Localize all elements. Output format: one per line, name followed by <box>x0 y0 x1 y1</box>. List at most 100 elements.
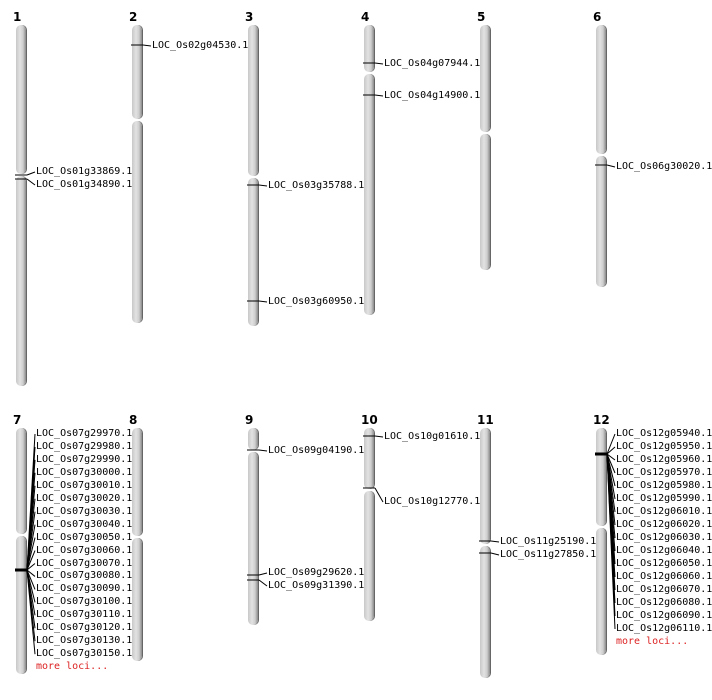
chromosome-number: 1 <box>13 10 22 24</box>
chromosome-8-p-arm[interactable] <box>132 428 142 536</box>
locus-label[interactable]: LOC_Os11g27850.1 <box>500 549 597 560</box>
chromosome-8-q-arm[interactable] <box>132 538 142 661</box>
chromosome-2-p-arm[interactable] <box>132 25 142 119</box>
locus-label[interactable]: LOC_Os07g30030.1 <box>36 505 133 517</box>
locus-label[interactable]: LOC_Os12g05960.1 <box>616 454 712 465</box>
locus-label[interactable]: LOC_Os01g33869.1 <box>36 166 133 177</box>
chromosome-9-q-arm[interactable] <box>248 452 258 625</box>
locus-label[interactable]: LOC_Os03g35788.1 <box>268 180 365 191</box>
connector-line <box>26 550 36 571</box>
chromosome-12-q-arm[interactable] <box>596 528 606 655</box>
chromosome-9-p-arm[interactable] <box>248 428 258 450</box>
locus-label[interactable]: LOC_Os07g29980.1 <box>36 440 133 452</box>
chromosome-1-p-arm[interactable] <box>16 25 26 174</box>
chromosome-3-p-arm[interactable] <box>248 25 258 176</box>
connector-line <box>606 453 616 630</box>
connector-line <box>26 569 36 590</box>
connector-line <box>374 62 384 65</box>
locus-label[interactable]: LOC_Os07g30120.1 <box>36 622 133 634</box>
locus-label[interactable]: LOC_Os12g06050.1 <box>616 558 712 569</box>
locus-label[interactable]: LOC_Os12g06080.1 <box>616 597 712 608</box>
chromosome-4-q-arm[interactable] <box>364 74 374 315</box>
chromosome-3-q-arm[interactable] <box>248 178 258 326</box>
chromosome-number: 3 <box>245 10 254 24</box>
chromosome-5-p-arm[interactable] <box>480 25 490 132</box>
connector-line <box>26 524 36 571</box>
connector-line <box>142 44 152 47</box>
chromosome-number: 8 <box>129 413 138 427</box>
chromosome-2-q-arm[interactable] <box>132 121 142 323</box>
locus-label[interactable]: LOC_Os07g30050.1 <box>36 531 133 543</box>
locus-label[interactable]: LOC_Os07g30020.1 <box>36 492 133 504</box>
more-loci-link[interactable]: more loci... <box>616 636 689 647</box>
connector-line <box>258 449 268 452</box>
locus-label[interactable]: LOC_Os07g29970.1 <box>36 428 133 439</box>
locus-label[interactable]: LOC_Os07g30150.1 <box>36 648 133 660</box>
locus-label[interactable]: LOC_Os12g05980.1 <box>616 480 712 491</box>
locus-label[interactable]: LOC_Os10g12770.1 <box>384 496 481 507</box>
locus-label[interactable]: LOC_Os11g25190.1 <box>500 536 597 547</box>
locus-label[interactable]: LOC_Os07g30040.1 <box>36 518 133 530</box>
connector-line <box>26 569 36 577</box>
locus-label[interactable]: LOC_Os09g04190.1 <box>268 445 365 456</box>
locus-label[interactable]: LOC_Os12g06070.1 <box>616 584 712 595</box>
locus-label[interactable]: LOC_Os12g06030.1 <box>616 532 712 543</box>
connector-line <box>606 164 616 168</box>
locus-label[interactable]: LOC_Os12g06110.1 <box>616 623 712 634</box>
locus-label[interactable]: LOC_Os02g04530.1 <box>152 40 249 51</box>
locus-label[interactable]: LOC_Os07g30100.1 <box>36 596 133 608</box>
connector-line <box>258 300 268 303</box>
locus-label[interactable]: LOC_Os12g06060.1 <box>616 571 712 582</box>
locus-label[interactable]: LOC_Os07g30110.1 <box>36 609 133 621</box>
locus-label[interactable]: LOC_Os07g30090.1 <box>36 583 133 595</box>
connector-line <box>26 171 36 176</box>
locus-label[interactable]: LOC_Os07g30070.1 <box>36 557 133 569</box>
locus-label[interactable]: LOC_Os10g01610.1 <box>384 431 481 442</box>
chromosome-11-p-arm[interactable] <box>480 428 490 544</box>
chromosome-10-p-arm[interactable] <box>364 428 374 489</box>
locus-label[interactable]: LOC_Os04g07944.1 <box>384 58 481 69</box>
chromosome-4-p-arm[interactable] <box>364 25 374 72</box>
chromosome-1-q-arm[interactable] <box>16 176 26 386</box>
more-loci-link[interactable]: more loci... <box>36 661 109 673</box>
locus-label[interactable]: LOC_Os12g05970.1 <box>616 467 712 478</box>
locus-label[interactable]: LOC_Os12g06090.1 <box>616 610 712 621</box>
connector-line <box>26 178 36 186</box>
chromosome-12-p-arm[interactable] <box>596 428 606 526</box>
chromosome-number: 11 <box>477 413 494 427</box>
locus-label[interactable]: LOC_Os12g05940.1 <box>616 428 712 439</box>
locus-label[interactable]: LOC_Os12g06040.1 <box>616 545 712 556</box>
locus-label[interactable]: LOC_Os06g30020.1 <box>616 161 712 172</box>
locus-label[interactable]: LOC_Os07g30080.1 <box>36 570 133 582</box>
locus-label[interactable]: LOC_Os04g14900.1 <box>384 90 481 101</box>
chromosome-6-p-arm[interactable] <box>596 25 606 154</box>
connector-line <box>374 94 384 97</box>
locus-label[interactable]: LOC_Os12g06020.1 <box>616 519 712 530</box>
chromosome-7-p-arm[interactable] <box>16 428 26 534</box>
locus-label[interactable]: LOC_Os12g05950.1 <box>616 441 712 452</box>
locus-label[interactable]: LOC_Os12g06010.1 <box>616 506 712 517</box>
connector-line <box>606 433 616 455</box>
chromosome-number: 7 <box>13 413 22 427</box>
locus-label[interactable]: LOC_Os07g30060.1 <box>36 544 133 556</box>
locus-label[interactable]: LOC_Os03g60950.1 <box>268 296 365 307</box>
connector-line <box>490 552 500 556</box>
chromosome-7-q-arm[interactable] <box>16 536 26 674</box>
locus-label[interactable]: LOC_Os12g05990.1 <box>616 493 712 504</box>
locus-label[interactable]: LOC_Os07g30130.1 <box>36 635 133 647</box>
chromosome-11-q-arm[interactable] <box>480 546 490 678</box>
locus-label[interactable]: LOC_Os07g30000.1 <box>36 466 133 478</box>
connector-line <box>258 572 268 576</box>
chromosome-10-q-arm[interactable] <box>364 491 374 621</box>
locus-label[interactable]: LOC_Os01g34890.1 <box>36 179 133 190</box>
chromosome-5-q-arm[interactable] <box>480 134 490 270</box>
locus-label[interactable]: LOC_Os07g30010.1 <box>36 479 133 491</box>
connector-line <box>490 540 500 543</box>
locus-label[interactable]: LOC_Os09g31390.1 <box>268 580 365 591</box>
chromosome-number: 2 <box>129 10 138 24</box>
chromosome-number: 10 <box>361 413 378 427</box>
locus-label[interactable]: LOC_Os07g29990.1 <box>36 453 133 465</box>
chromosome-6-q-arm[interactable] <box>596 156 606 287</box>
locus-label[interactable]: LOC_Os09g29620.1 <box>268 567 365 578</box>
